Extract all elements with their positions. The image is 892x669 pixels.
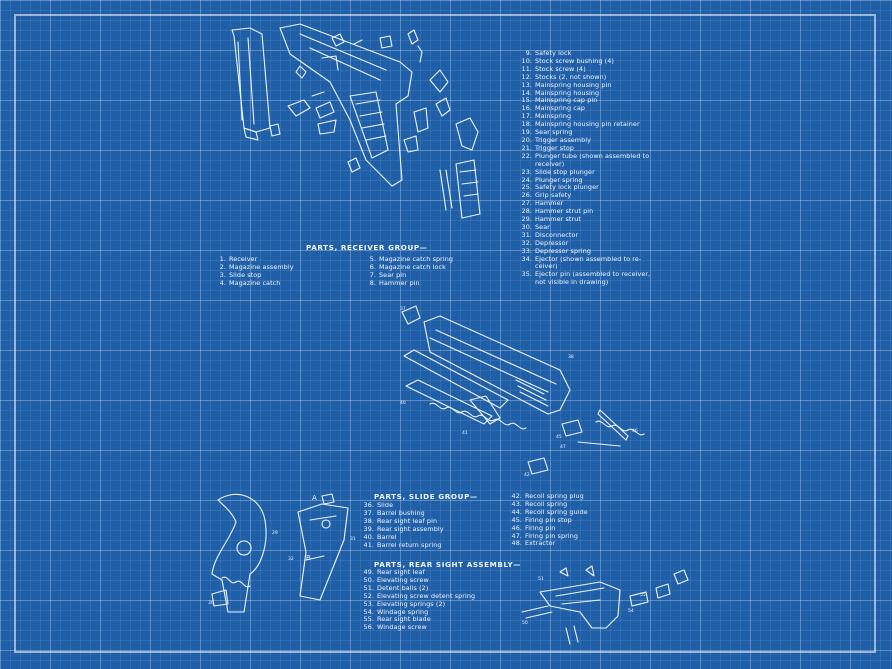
list-item: 2.Magazine assembly <box>219 262 294 271</box>
list-item: 33.Depressor spring <box>521 246 592 255</box>
list-item: 19.Sear spring <box>521 128 573 137</box>
receiver-group-col3: 9.Safety lock 10.Stock screw bushing (4)… <box>518 49 651 287</box>
list-item: 53.Elevating springs (2) <box>363 599 446 608</box>
list-item-continuation: ceiver) <box>535 262 558 271</box>
list-item: 20.Trigger assembly <box>521 135 592 144</box>
list-item: 31.Disconnector <box>521 230 579 239</box>
list-item: 6.Magazine catch lock <box>369 262 446 271</box>
svg-text:38: 38 <box>568 354 574 360</box>
list-item: 40.Barrel <box>363 532 397 541</box>
list-item: 54.Windage spring <box>363 607 429 616</box>
svg-text:40: 40 <box>400 400 406 406</box>
receiver-group-heading: PARTS, RECEIVER GROUP— <box>306 243 428 252</box>
svg-text:29: 29 <box>272 530 278 536</box>
list-item: 56.Windage screw <box>363 623 427 632</box>
list-item: 49.Rear sight leaf <box>363 568 425 576</box>
callout-a: A <box>312 494 317 502</box>
list-item: 48.Extractor <box>511 539 556 548</box>
list-item: 15.Mainspring cap pin <box>521 96 598 105</box>
list-item-continuation: receiver) <box>535 159 565 168</box>
list-item: 16.Mainspring cap <box>521 104 586 113</box>
list-item: 34.Ejector (shown assembled to re- <box>521 254 642 263</box>
list-item: 18.Mainspring housing pin retainer <box>521 120 640 129</box>
rear-sight-list: 49.Rear sight leaf 50.Elevating screw 51… <box>360 568 476 632</box>
slide-group-col2: 42.Recoil spring plug 43.Recoil spring 4… <box>508 492 588 548</box>
slide-drawing <box>401 305 645 475</box>
list-item: 12.Stocks (2, not shown) <box>521 72 607 81</box>
list-item: 37.Barrel bushing <box>363 508 425 517</box>
svg-text:50: 50 <box>522 620 528 626</box>
rear-sight-drawing <box>521 565 689 645</box>
list-item: 13.Mainspring housing pin <box>521 80 612 89</box>
list-item: 41.Barrel return spring <box>363 540 442 549</box>
svg-text:46: 46 <box>632 428 638 434</box>
list-item: 23.Slide stop plunger <box>521 167 595 176</box>
svg-text:41: 41 <box>462 430 468 436</box>
svg-text:37: 37 <box>400 306 406 312</box>
svg-text:30: 30 <box>208 600 214 606</box>
svg-text:42: 42 <box>524 472 530 478</box>
svg-text:45: 45 <box>556 434 562 440</box>
svg-text:55: 55 <box>640 592 646 598</box>
slide-group-heading: PARTS, SLIDE GROUP— <box>374 492 478 501</box>
list-item: 47.Firing pin spring <box>511 531 579 540</box>
list-item: 38.Rear sight leaf pin <box>363 516 438 525</box>
list-item-continuation: not visible in drawing) <box>535 278 609 287</box>
slide-group-col1: 36.Slide 37.Barrel bushing 38.Rear sight… <box>360 501 444 549</box>
list-item: 7.Sear pin <box>369 270 407 279</box>
receiver-group-col2: 5.Magazine catch spring 6.Magazine catch… <box>364 255 454 288</box>
list-item: 46.Firing pin <box>511 523 556 532</box>
rear-sight-heading: PARTS, REAR SIGHT ASSEMBLY— <box>374 560 522 569</box>
callout-b: B <box>306 554 311 562</box>
list-item: 35.Ejector pin (assembled to receiver, <box>521 270 651 279</box>
list-item: 4.Magazine catch <box>219 278 281 287</box>
list-item: 26.Grip safety <box>521 191 572 200</box>
list-item: 32.Depressor <box>521 238 569 247</box>
list-item: 27.Hammer <box>521 199 564 208</box>
list-item: 39.Rear sight assembly <box>363 524 444 533</box>
list-item: 55.Rear sight blade <box>363 615 431 624</box>
svg-text:31: 31 <box>350 536 356 542</box>
list-item: 8.Hammer pin <box>369 278 420 287</box>
list-item: 5.Magazine catch spring <box>369 255 454 263</box>
list-item: 50.Elevating screw <box>363 575 429 584</box>
list-item: 17.Mainspring <box>521 112 572 121</box>
list-item: 45.Firing pin stop <box>511 515 572 524</box>
blueprint-frame <box>14 14 876 653</box>
list-item: 51.Detent balls (2) <box>363 583 429 592</box>
list-item: 29.Hammer strut <box>521 215 581 224</box>
list-item: 36.Slide <box>363 501 394 509</box>
list-item: 30.Sear <box>521 222 550 231</box>
svg-text:54: 54 <box>628 608 634 614</box>
svg-text:47: 47 <box>560 444 566 450</box>
svg-text:32: 32 <box>288 556 294 562</box>
list-item: 3.Slide stop <box>219 270 262 279</box>
magazine-drawing <box>231 27 271 141</box>
list-item: 25.Safety lock plunger <box>521 183 599 192</box>
list-item: 11.Stock screw (4) <box>521 64 586 73</box>
hammer-drawing <box>211 493 349 613</box>
list-item: 1.Receiver <box>219 255 258 263</box>
list-item: 22.Plunger tube (shown assembled to <box>521 151 650 160</box>
list-item: 10.Stock screw bushing (4) <box>521 56 614 65</box>
receiver-group-col1: 1.Receiver 2.Magazine assembly 3.Slide s… <box>214 255 294 288</box>
list-item: 24.Plunger spring <box>521 175 583 184</box>
list-item: 14.Mainspring housing <box>521 88 600 97</box>
list-item: 42.Recoil spring plug <box>511 492 584 500</box>
list-item: 43.Recoil spring <box>511 499 568 508</box>
list-item: 28.Hammer strut pin <box>521 207 594 216</box>
small-parts-drawing <box>269 29 481 219</box>
svg-text:51: 51 <box>538 576 544 582</box>
list-item: 52.Elevating screw detent spring <box>363 591 476 600</box>
list-item: 44.Recoil spring guide <box>511 507 588 516</box>
list-item: 9.Safety lock <box>525 49 572 57</box>
receiver-drawing <box>279 23 413 187</box>
list-item: 21.Trigger stop <box>521 143 575 152</box>
